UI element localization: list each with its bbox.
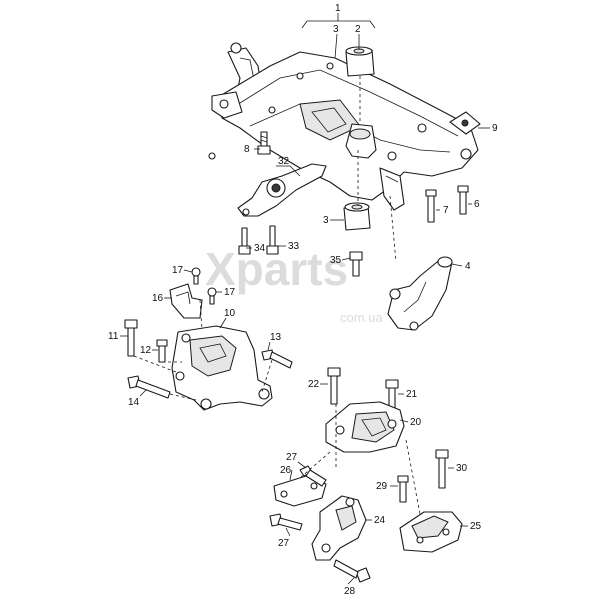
callout-25: 25	[470, 521, 482, 532]
bolt-11[interactable]	[124, 319, 138, 357]
callout-6: 6	[474, 199, 480, 210]
callout-26: 26	[280, 465, 292, 476]
callout-7: 7	[443, 205, 449, 216]
callout-12: 12	[140, 345, 152, 356]
callout-27-upper: 27	[286, 452, 298, 463]
callout-9: 9	[492, 123, 498, 134]
callout-11: 11	[108, 331, 119, 342]
callout-16: 16	[152, 293, 164, 304]
bracket-16[interactable]	[169, 283, 203, 319]
torque-arm-32[interactable]	[237, 163, 327, 217]
bolt-12[interactable]	[156, 339, 168, 363]
callout-17-upper: 17	[172, 265, 184, 276]
callout-10: 10	[224, 308, 236, 319]
bolt-30[interactable]	[435, 449, 449, 489]
mount-bushing-2[interactable]	[345, 46, 375, 77]
callout-24: 24	[374, 515, 386, 526]
callout-8: 8	[244, 144, 250, 155]
control-arm-4[interactable]	[387, 256, 453, 331]
leader-lines	[120, 13, 490, 585]
mount-bushing-3[interactable]	[343, 202, 371, 231]
callout-32: 32	[278, 156, 290, 167]
callout-20: 20	[410, 417, 422, 428]
callout-35: 35	[330, 255, 342, 266]
bolt-13[interactable]	[261, 349, 293, 369]
bolt-8[interactable]	[257, 131, 271, 155]
bolt-17-upper[interactable]	[191, 267, 201, 285]
subframe[interactable]	[208, 42, 479, 211]
bolt-35[interactable]	[349, 251, 363, 277]
callout-labels: 1 3 2 9 8 32 7 6 3 34 33 35 4 17 16 17 1…	[108, 3, 498, 597]
callout-1: 1	[335, 3, 341, 14]
callout-29: 29	[376, 481, 388, 492]
bolt-29[interactable]	[397, 475, 409, 503]
bolt-6[interactable]	[457, 185, 469, 215]
callout-2: 2	[355, 24, 361, 35]
bolt-33[interactable]	[266, 225, 279, 255]
bolt-22[interactable]	[327, 367, 341, 405]
bolt-34[interactable]	[238, 227, 251, 255]
transmission-mount-20[interactable]	[325, 401, 405, 453]
bolt-7[interactable]	[425, 189, 437, 223]
mount-bracket-25[interactable]	[399, 511, 463, 553]
callout-21: 21	[406, 389, 418, 400]
watermark-domain: com.ua	[340, 310, 383, 325]
mount-plate-9[interactable]	[449, 111, 481, 135]
callout-22: 22	[308, 379, 320, 390]
callout-17-lower: 17	[224, 287, 236, 298]
callout-4: 4	[465, 261, 471, 272]
engine-mount-10[interactable]	[171, 325, 273, 411]
callout-33: 33	[288, 241, 300, 252]
bolt-17-lower[interactable]	[207, 287, 217, 305]
callout-28: 28	[344, 586, 356, 597]
callout-3-bottom: 3	[323, 215, 329, 226]
callout-13: 13	[270, 332, 282, 343]
callout-34: 34	[254, 243, 266, 254]
bolt-14[interactable]	[127, 375, 171, 399]
support-bracket-24[interactable]	[311, 495, 367, 561]
bolt-28[interactable]	[333, 559, 371, 583]
bolt-27-lower[interactable]	[269, 513, 303, 531]
callout-27-lower: 27	[278, 538, 290, 549]
callout-14: 14	[128, 397, 140, 408]
callout-3-top: 3	[333, 24, 339, 35]
callout-30: 30	[456, 463, 468, 474]
